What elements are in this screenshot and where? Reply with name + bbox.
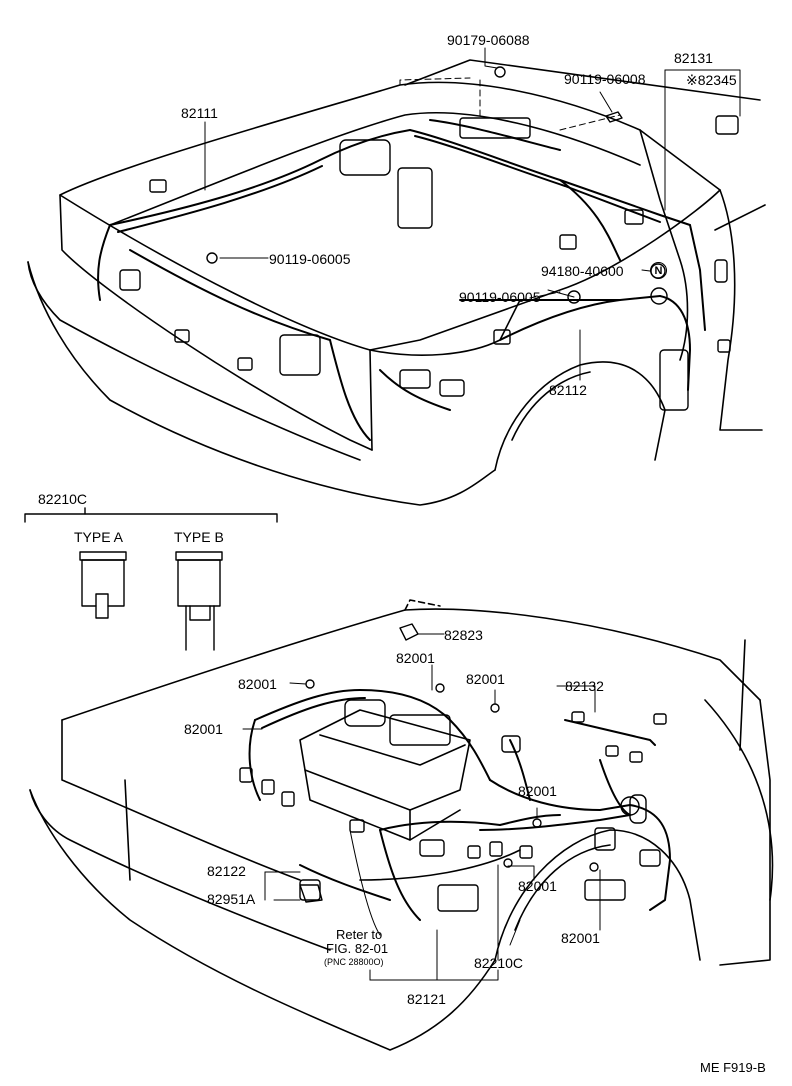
label-82951a: 82951A	[207, 891, 256, 907]
refer-note-line2: FIG. 82-01	[326, 941, 389, 956]
fuse-types-group	[24, 507, 278, 651]
label-82001-lowright: 82001	[561, 930, 600, 946]
lower-wire-harness	[248, 689, 671, 921]
label-type-b: TYPE B	[174, 529, 224, 545]
lower-leader-lines	[242, 633, 601, 981]
label-82111: 82111	[181, 105, 218, 121]
label-82001-left2: 82001	[184, 721, 223, 737]
label-94180-40600: 94180-40600	[541, 263, 624, 279]
label-82122: 82122	[207, 863, 246, 879]
label-type-a: TYPE A	[74, 529, 124, 545]
refer-note-line1: Reter to	[336, 927, 383, 942]
label-82210c-lower: 82210C	[474, 955, 524, 971]
label-82210c-fuse-group: 82210C	[38, 491, 88, 507]
upper-leader-lines	[204, 47, 741, 381]
label-82001-right: 82001	[518, 783, 557, 799]
label-82112: 82112	[549, 382, 587, 398]
label-82001-top: 82001	[396, 650, 435, 666]
refer-note-line3: (PNC 28800O)	[324, 957, 384, 967]
label-90119-06005-a: 90119-06005	[269, 251, 351, 267]
nut-symbol: N	[650, 262, 667, 279]
lower-connectors	[239, 623, 667, 912]
upper-connectors	[119, 66, 739, 411]
lower-car-body	[29, 599, 774, 1051]
label-82001-mid: 82001	[466, 671, 505, 687]
label-82132: 82132	[565, 678, 604, 694]
upper-car-body	[27, 59, 766, 506]
figure-code: ME F919-B	[700, 1060, 766, 1075]
label-90179-06088: 90179-06088	[447, 32, 530, 48]
label-82131: 82131	[674, 50, 713, 66]
label-82121: 82121	[407, 991, 446, 1007]
label-82001-left: 82001	[238, 676, 277, 692]
label-82001-lowmid: 82001	[518, 878, 557, 894]
label-82345: ※82345	[686, 72, 737, 88]
label-90119-06005-b: 90119-06005	[459, 289, 541, 305]
upper-wire-harness	[97, 119, 706, 441]
label-82823: 82823	[444, 627, 483, 643]
label-90119-06008: 90119-06008	[564, 71, 646, 87]
